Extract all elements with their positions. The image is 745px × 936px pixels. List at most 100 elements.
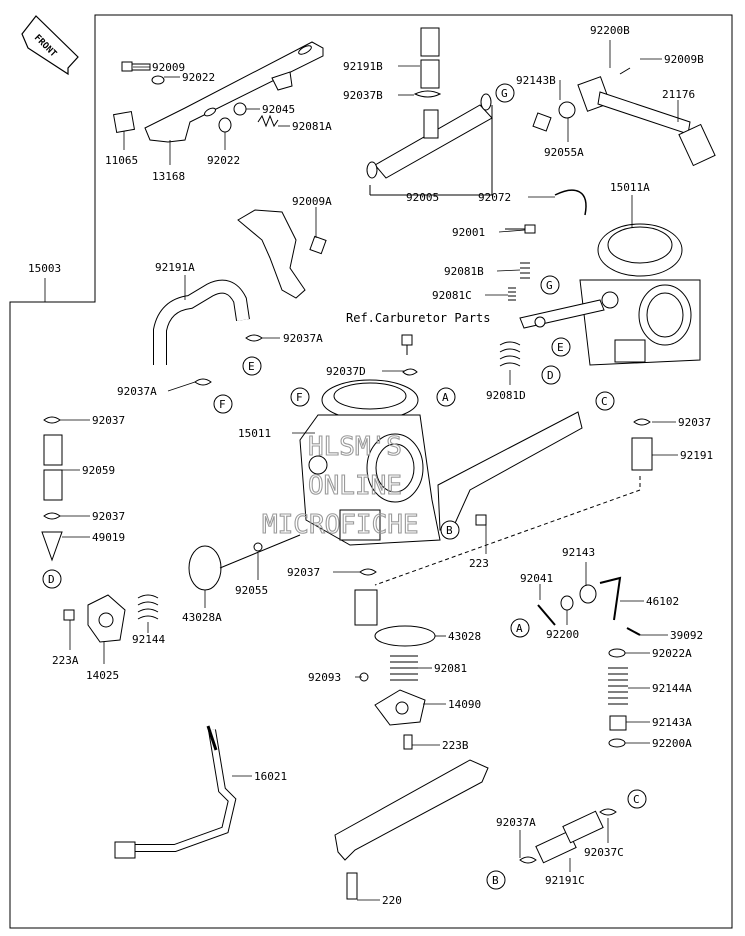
label-92037a-3: 92037A <box>496 816 536 829</box>
shaft-46102-drawing <box>599 576 622 621</box>
label-92081: 92081 <box>434 662 467 675</box>
svg-text:A: A <box>442 391 449 404</box>
cable-end-drawing <box>114 841 136 859</box>
clip-92037a-drawing <box>245 334 263 342</box>
label-92081c: 92081C <box>432 289 472 302</box>
shaft-43028a <box>219 534 301 569</box>
label-220: 220 <box>382 894 402 907</box>
screw-ref-drawing <box>401 334 413 355</box>
diagram-frame <box>9 14 733 929</box>
washer-92200-drawing <box>560 595 574 611</box>
cover-drawing <box>437 411 583 531</box>
leader-lines <box>44 40 679 901</box>
clip-92037-4-drawing <box>359 568 377 576</box>
label-14025: 14025 <box>86 669 119 682</box>
spring-92081c-drawing <box>508 287 516 301</box>
callout-b-mid <box>440 520 460 540</box>
label-92143: 92143 <box>562 546 595 559</box>
tube-drawing <box>354 589 378 626</box>
callout-a-carb <box>436 387 456 407</box>
label-43028: 43028 <box>448 630 481 643</box>
cover-14025-drawing <box>87 594 126 643</box>
label-92144a: 92144A <box>652 682 692 695</box>
bolt-92009-drawing <box>121 61 151 72</box>
label-92041: 92041 <box>520 572 553 585</box>
label-15003: 15003 <box>28 262 61 275</box>
hose-92191b-drawing <box>420 27 440 89</box>
label-21176: 21176 <box>662 88 695 101</box>
spring-92144a-drawing <box>608 667 628 705</box>
watermark-line-2: ONLINE <box>308 471 402 501</box>
tube-92059-drawing <box>43 434 63 501</box>
pin-92041-drawing <box>537 604 556 626</box>
label-92037-3: 92037 <box>92 510 125 523</box>
clip-92037c-drawing <box>599 808 617 816</box>
screw-220-drawing <box>346 872 358 900</box>
spring-92144-drawing <box>137 594 159 620</box>
callout-d-left <box>42 569 62 589</box>
svg-text:G: G <box>501 87 508 100</box>
part-49019-drawing <box>41 531 63 562</box>
label-92055a: 92055A <box>544 146 584 159</box>
screw-92001-drawing <box>505 224 536 234</box>
part-92143b-drawing <box>532 112 552 132</box>
part-92045-drawing <box>233 102 247 116</box>
callout-d-right <box>541 365 561 385</box>
label-92093: 92093 <box>308 671 341 684</box>
fitting-92005-drawing <box>366 93 493 179</box>
label-92045: 92045 <box>262 103 295 116</box>
callout-g-top <box>495 83 515 103</box>
spring-92081-drawing <box>390 655 418 681</box>
label-92009b: 92009B <box>664 53 704 66</box>
label-92037a-1: 92037A <box>283 332 323 345</box>
label-92001: 92001 <box>452 226 485 239</box>
clip-92037-right-drawing <box>633 418 651 426</box>
label-92037b: 92037B <box>343 89 383 102</box>
bracket-92009a-drawing <box>237 209 327 299</box>
linkage-drawing <box>519 299 605 329</box>
spring-92081b-drawing <box>520 262 530 279</box>
label-92072: 92072 <box>478 191 511 204</box>
svg-text:B: B <box>492 874 499 887</box>
leader-92005 <box>369 105 493 196</box>
label-92191b: 92191B <box>343 60 383 73</box>
oring-92055a-drawing <box>558 101 576 119</box>
part-92143a-drawing <box>609 715 627 731</box>
part-92143-drawing <box>579 584 597 604</box>
svg-text:A: A <box>516 622 523 635</box>
svg-text:B: B <box>446 524 453 537</box>
label-92009a: 92009A <box>292 195 332 208</box>
label-92143b: 92143B <box>516 74 556 87</box>
label-16021: 16021 <box>254 770 287 783</box>
label-39092: 39092 <box>670 629 703 642</box>
label-43028a: 43028A <box>182 611 222 624</box>
pin-39092-drawing <box>626 627 641 636</box>
svg-text:F: F <box>219 398 226 411</box>
label-15011a: 15011A <box>610 181 650 194</box>
spring-92081d-drawing <box>499 341 521 367</box>
svg-text:D: D <box>547 369 554 382</box>
label-92005: 92005 <box>406 191 439 204</box>
label-92200: 92200 <box>546 628 579 641</box>
label-ref-carburetor-parts: Ref.Carburetor Parts <box>346 311 491 325</box>
diaphragm-43028-drawing <box>374 625 436 647</box>
washer-92200a-drawing <box>608 738 626 748</box>
callout-f-carb <box>290 387 310 407</box>
label-92200b: 92200B <box>590 24 630 37</box>
washer-92022a-drawing <box>608 648 626 658</box>
label-92144: 92144 <box>132 633 165 646</box>
watermark: HLSM'S ONLINE MICROFICHE <box>261 431 419 540</box>
label-11065: 11065 <box>105 154 138 167</box>
label-92200a: 92200A <box>652 737 692 750</box>
callout-c-right <box>595 391 615 411</box>
callout-f-left <box>213 394 233 414</box>
bracket-bottom-drawing <box>334 759 489 861</box>
label-92022a: 92022A <box>652 647 692 660</box>
label-92055: 92055 <box>235 584 268 597</box>
label-92081b: 92081B <box>444 265 484 278</box>
band-92072-drawing <box>554 189 587 216</box>
hose-92191-drawing <box>631 437 653 471</box>
cover-14090-drawing <box>374 689 426 726</box>
label-92037-2: 92037 <box>678 416 711 429</box>
cable-16021-drawing <box>130 725 237 852</box>
